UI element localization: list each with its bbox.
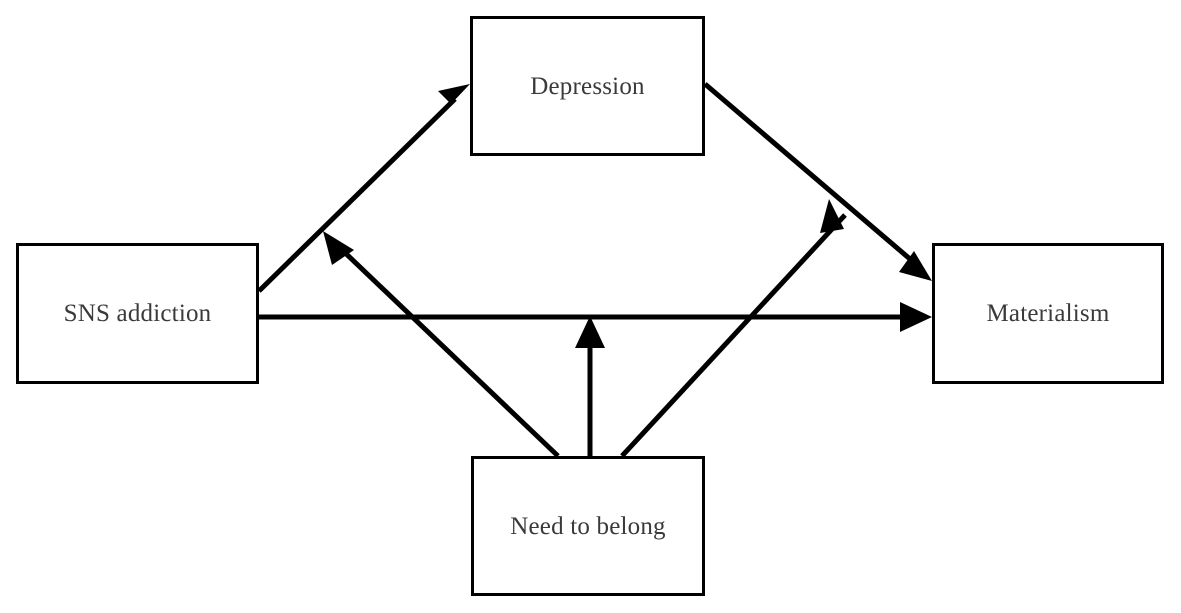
- edge-need-to-belong-to-sns-depression-path: [323, 231, 560, 458]
- arrowhead-icon: [900, 302, 932, 332]
- node-label-need-to-belong: Need to belong: [510, 512, 666, 540]
- arrowhead-icon: [820, 199, 844, 233]
- arrowhead-icon: [899, 251, 932, 281]
- edge-need-to-belong-to-sns-materialism-path: [575, 316, 605, 456]
- node-materialism[interactable]: Materialism: [932, 243, 1164, 384]
- arrowhead-icon: [323, 231, 354, 265]
- arrowhead-icon: [575, 316, 605, 348]
- edge-sns-to-materialism: [259, 302, 932, 332]
- node-need-to-belong[interactable]: Need to belong: [471, 456, 705, 596]
- edge-need-to-belong-to-depression-materialism-path: [620, 199, 847, 458]
- node-depression[interactable]: Depression: [470, 16, 705, 156]
- node-label-depression: Depression: [530, 72, 645, 100]
- edge-depression-to-materialism: [703, 82, 932, 281]
- node-label-materialism: Materialism: [986, 300, 1110, 327]
- arrowhead-icon: [438, 84, 470, 104]
- node-sns-addiction[interactable]: SNS addiction: [16, 243, 259, 384]
- node-label-sns-addiction: SNS addiction: [63, 300, 212, 327]
- edge-sns-to-depression: [257, 84, 470, 293]
